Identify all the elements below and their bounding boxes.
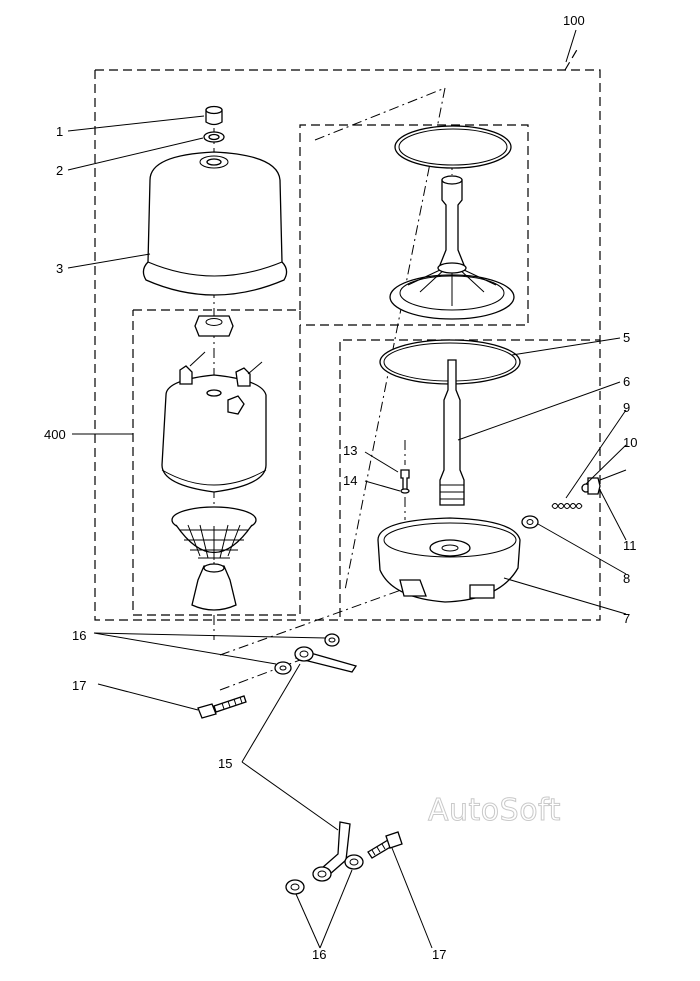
leader-100	[565, 29, 577, 63]
label-5: 5	[623, 330, 630, 345]
label-1: 1	[56, 124, 63, 139]
part-400-hex-nut	[194, 315, 234, 337]
part-400-strainer-basket	[171, 506, 257, 560]
label-2: 2	[56, 163, 63, 178]
part-spindle-plate	[389, 175, 515, 320]
part-16-washer-lower-a	[285, 879, 305, 895]
part-16-washer-upper-b	[324, 633, 340, 647]
label-8: 8	[623, 571, 630, 586]
label-10: 10	[623, 435, 637, 450]
label-9: 9	[623, 400, 630, 415]
part-11-plug	[587, 469, 627, 495]
part-400-cone	[191, 563, 237, 611]
part-16-washer-upper-a	[274, 661, 292, 675]
label-11: 11	[623, 538, 637, 553]
label-15: 15	[218, 756, 232, 771]
part-3-bell-cover	[142, 151, 288, 296]
label-17-upper: 17	[72, 678, 86, 693]
leader-lines	[67, 115, 627, 949]
label-400: 400	[44, 427, 66, 442]
part-400-rotor-body	[161, 351, 267, 493]
part-6-shaft	[439, 359, 465, 506]
part-15-drain-pipe-lower	[312, 821, 351, 882]
label-3: 3	[56, 261, 63, 276]
part-13-screw	[400, 469, 410, 491]
part-17-bolt-upper	[197, 695, 247, 719]
label-6: 6	[623, 374, 630, 389]
autosoft-watermark: AutoSoft	[428, 793, 561, 828]
label-7: 7	[623, 611, 630, 626]
label-16-upper: 16	[72, 628, 86, 643]
part-2-washer	[203, 131, 225, 143]
label-14: 14	[343, 473, 357, 488]
assembly-100-boundary	[94, 47, 601, 621]
part-17-bolt-lower	[367, 831, 403, 859]
label-16-lower: 16	[312, 947, 326, 962]
part-9-spring	[551, 503, 583, 509]
part-8-sleeve	[521, 515, 539, 529]
part-1-cap-nut	[205, 105, 223, 126]
part-labels: 100 1 2 3 400 5 6 9 10 13 14 11 8 7 16 1…	[44, 13, 637, 962]
label-17-lower: 17	[432, 947, 446, 962]
part-14-washer	[400, 488, 410, 494]
part-7-base-housing	[377, 517, 521, 603]
assembly-400-boundary	[132, 87, 529, 616]
part-15-drain-pipe-upper	[294, 646, 358, 673]
label-13: 13	[343, 443, 357, 458]
label-100: 100	[563, 13, 585, 28]
part-16-washer-lower-b	[344, 854, 364, 870]
part-upper-o-ring	[394, 125, 512, 169]
